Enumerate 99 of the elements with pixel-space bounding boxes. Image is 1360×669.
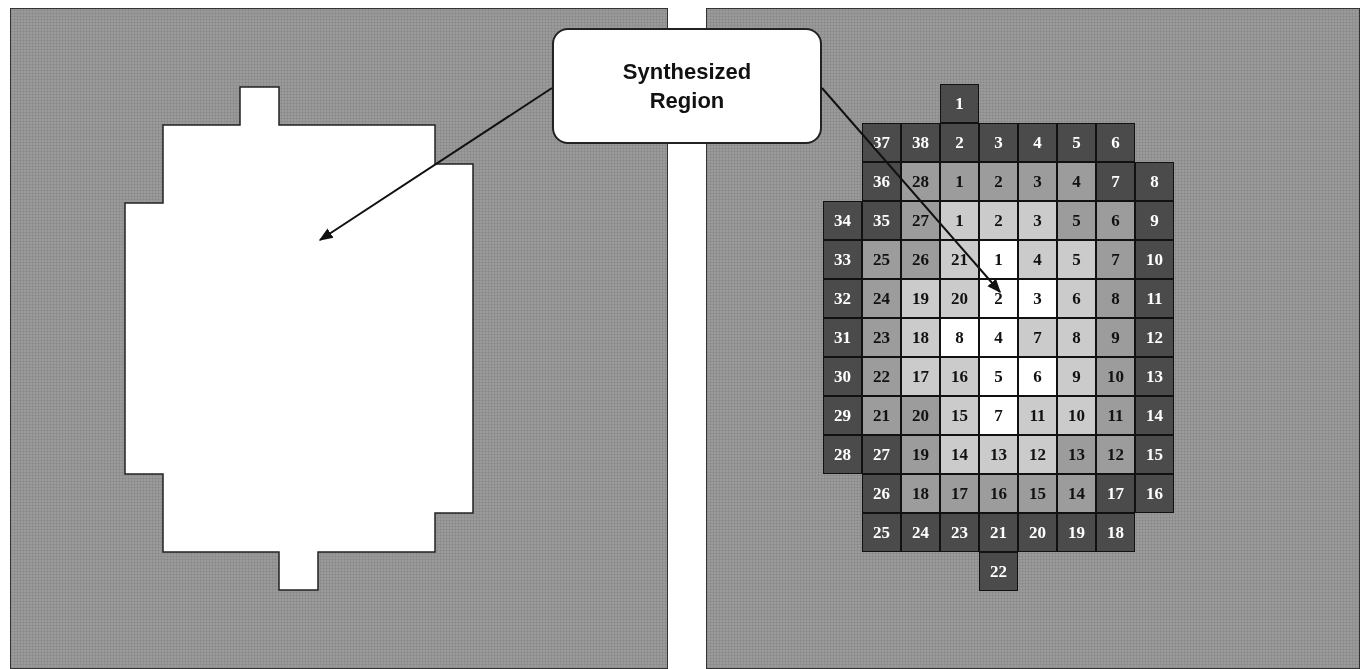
grid-cell: 15 <box>1135 435 1174 474</box>
grid-cell: 7 <box>1018 318 1057 357</box>
grid-cell: 5 <box>979 357 1018 396</box>
region-shape <box>124 86 474 591</box>
grid-cell: 36 <box>862 162 901 201</box>
grid-cell: 14 <box>940 435 979 474</box>
grid-cell: 27 <box>862 435 901 474</box>
grid-cell: 12 <box>1096 435 1135 474</box>
grid-cell: 34 <box>823 201 862 240</box>
grid-cell: 19 <box>1057 513 1096 552</box>
grid-cell: 20 <box>901 396 940 435</box>
grid-cell: 21 <box>862 396 901 435</box>
grid-cell: 24 <box>862 279 901 318</box>
leader-arrow <box>821 87 1001 294</box>
grid-cell: 17 <box>901 357 940 396</box>
grid-cell: 19 <box>901 279 940 318</box>
grid-cell: 13 <box>979 435 1018 474</box>
leader-arrow <box>318 87 553 241</box>
grid-cell: 20 <box>940 279 979 318</box>
grid-cell: 13 <box>1057 435 1096 474</box>
grid-cell: 5 <box>1057 240 1096 279</box>
grid-cell: 31 <box>823 318 862 357</box>
grid-cell: 14 <box>1057 474 1096 513</box>
grid-cell: 1 <box>979 240 1018 279</box>
grid-cell: 4 <box>1018 123 1057 162</box>
grid-cell: 3 <box>1018 162 1057 201</box>
grid-cell: 15 <box>940 396 979 435</box>
grid-cell: 1 <box>940 201 979 240</box>
grid-cell: 25 <box>862 240 901 279</box>
grid-cell: 23 <box>940 513 979 552</box>
grid-cell: 23 <box>862 318 901 357</box>
grid-cell: 18 <box>901 474 940 513</box>
grid-cell: 2 <box>979 162 1018 201</box>
grid-cell: 30 <box>823 357 862 396</box>
grid-cell: 29 <box>823 396 862 435</box>
grid-cell: 5 <box>1057 201 1096 240</box>
grid-cell: 7 <box>1096 240 1135 279</box>
grid-cell: 12 <box>1018 435 1057 474</box>
grid-cell: 11 <box>1018 396 1057 435</box>
grid-cell: 20 <box>1018 513 1057 552</box>
grid-cell: 6 <box>1096 201 1135 240</box>
grid-cell: 6 <box>1096 123 1135 162</box>
grid-cell: 6 <box>1018 357 1057 396</box>
grid-cell: 25 <box>862 513 901 552</box>
grid-cell: 11 <box>1135 279 1174 318</box>
grid-cell: 35 <box>862 201 901 240</box>
grid-cell: 28 <box>901 162 940 201</box>
grid-cell: 16 <box>979 474 1018 513</box>
grid-cell: 24 <box>901 513 940 552</box>
grid-cell: 5 <box>1057 123 1096 162</box>
grid-cell: 19 <box>901 435 940 474</box>
grid-cell: 13 <box>1135 357 1174 396</box>
grid-cell: 10 <box>1096 357 1135 396</box>
grid-cell: 1 <box>940 84 979 123</box>
grid-cell: 33 <box>823 240 862 279</box>
grid-cell: 15 <box>1018 474 1057 513</box>
grid-cell: 22 <box>862 357 901 396</box>
grid-cell: 17 <box>1096 474 1135 513</box>
grid-cell: 21 <box>940 240 979 279</box>
grid-cell: 10 <box>1057 396 1096 435</box>
grid-cell: 8 <box>1096 279 1135 318</box>
grid-cell: 2 <box>979 201 1018 240</box>
grid-cell: 18 <box>901 318 940 357</box>
grid-cell: 2 <box>979 279 1018 318</box>
grid-cell: 37 <box>862 123 901 162</box>
grid-cell: 27 <box>901 201 940 240</box>
grid-cell: 38 <box>901 123 940 162</box>
grid-cell: 9 <box>1057 357 1096 396</box>
grid-cell: 8 <box>940 318 979 357</box>
grid-cell: 28 <box>823 435 862 474</box>
grid-cell: 10 <box>1135 240 1174 279</box>
grid-cell: 3 <box>1018 201 1057 240</box>
grid-cell: 9 <box>1096 318 1135 357</box>
grid-cell: 3 <box>1018 279 1057 318</box>
grid-cell: 14 <box>1135 396 1174 435</box>
grid-cell: 11 <box>1096 396 1135 435</box>
grid-cell: 32 <box>823 279 862 318</box>
grid-cell: 18 <box>1096 513 1135 552</box>
grid-cell: 2 <box>940 123 979 162</box>
grid-cell: 4 <box>979 318 1018 357</box>
grid-cell: 17 <box>940 474 979 513</box>
grid-cell: 6 <box>1057 279 1096 318</box>
grid-cell: 8 <box>1135 162 1174 201</box>
grid-cell: 12 <box>1135 318 1174 357</box>
grid-cell: 26 <box>901 240 940 279</box>
grid-cell: 4 <box>1018 240 1057 279</box>
grid-cell: 26 <box>862 474 901 513</box>
grid-cell: 8 <box>1057 318 1096 357</box>
grid-cell: 7 <box>1096 162 1135 201</box>
grid-cell: 4 <box>1057 162 1096 201</box>
grid-cell: 16 <box>1135 474 1174 513</box>
grid-cell: 1 <box>940 162 979 201</box>
callout-box: Synthesized Region <box>552 28 822 144</box>
grid-cell: 9 <box>1135 201 1174 240</box>
grid-cell: 21 <box>979 513 1018 552</box>
grid-cell: 3 <box>979 123 1018 162</box>
grid-cell: 22 <box>979 552 1018 591</box>
grid-cell: 16 <box>940 357 979 396</box>
grid-cell: 7 <box>979 396 1018 435</box>
